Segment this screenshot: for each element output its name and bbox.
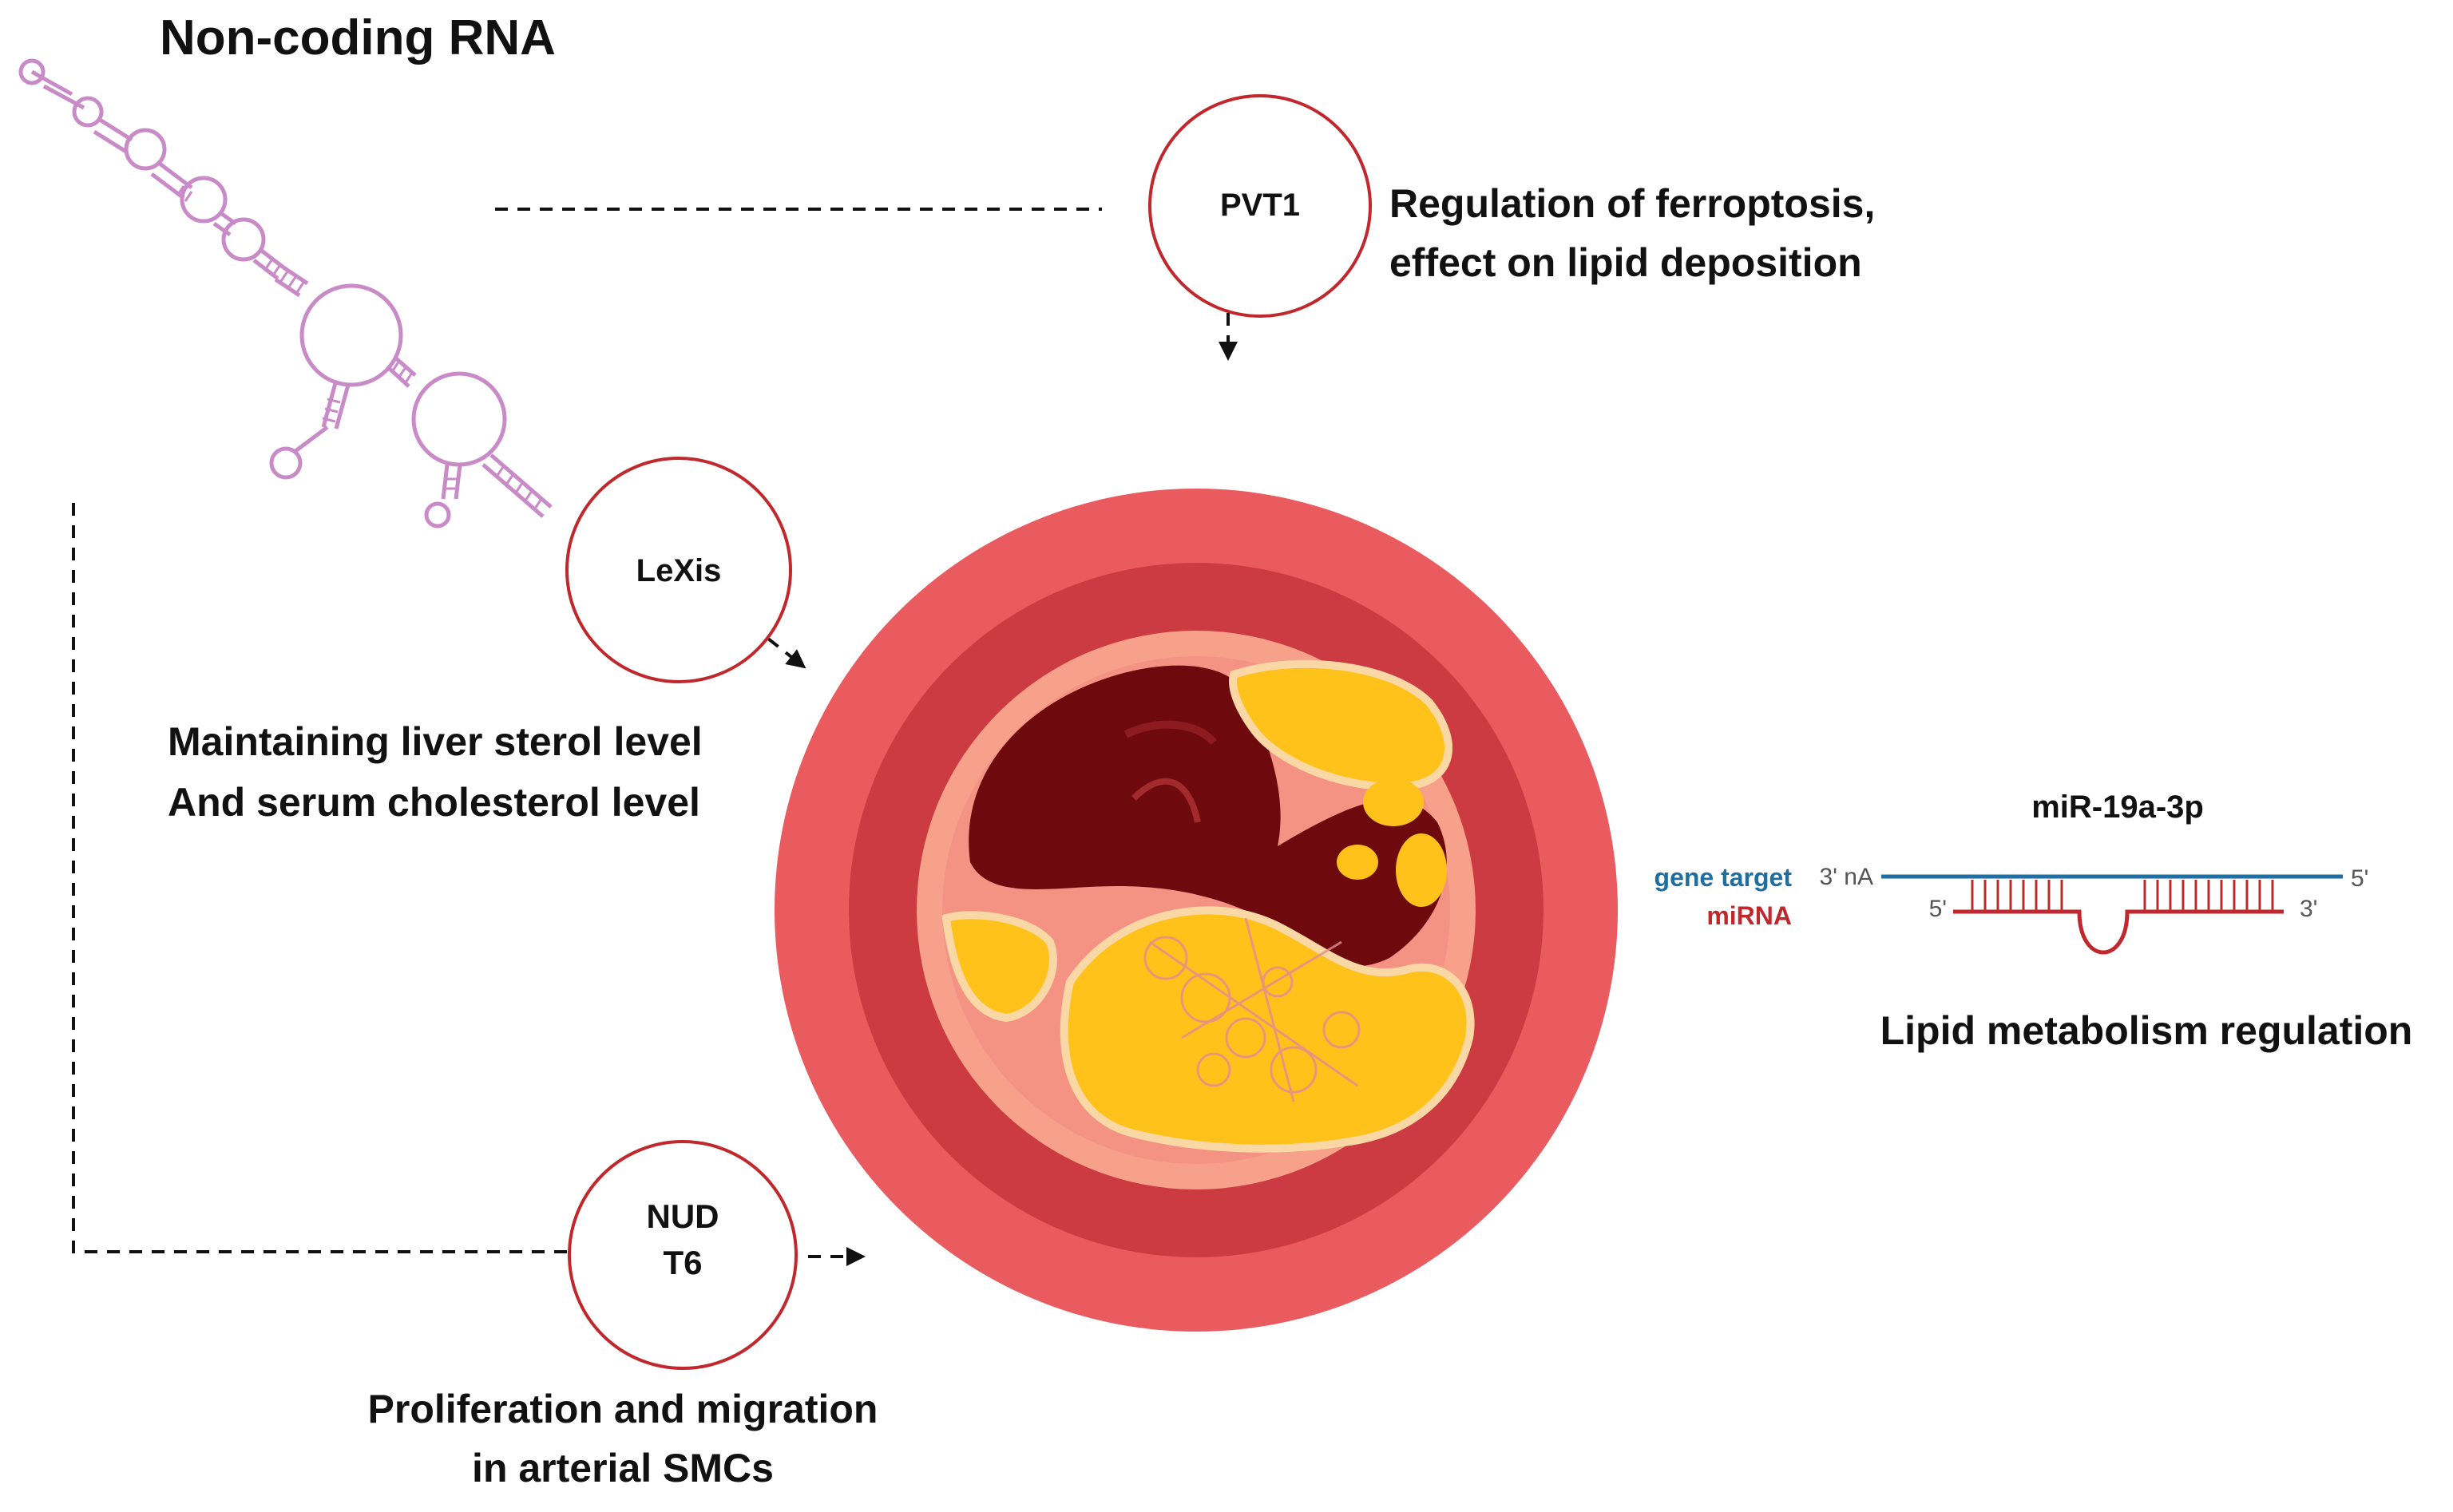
nudt6-label-line1: NUD <box>647 1197 719 1235</box>
target-end-left: 3' nA <box>1820 864 1873 890</box>
artery-cross-section <box>775 489 1618 1332</box>
pvt1-circle <box>1148 94 1372 318</box>
nudt6-label-line2: T6 <box>663 1244 702 1281</box>
mirna-end-right: 3' <box>2300 896 2317 922</box>
ncrna-structure-illustration <box>18 58 553 528</box>
node-nudt6: NUD T6 <box>568 1140 798 1370</box>
lexis-label: LeXis <box>636 553 722 588</box>
gene-target-label: gene target <box>1654 863 1793 892</box>
nudt6-connector <box>72 503 567 1253</box>
node-lexis: LeXis <box>565 457 792 683</box>
lexis-description-line2: And serum cholesterol level <box>168 780 700 825</box>
lipid-deposit-left <box>941 911 1057 1023</box>
page-title: Non-coding RNA <box>160 10 556 65</box>
target-end-right: 5' <box>2351 865 2368 892</box>
node-pvt1: PVT1 <box>1148 94 1372 318</box>
mirna-end-left: 5' <box>1929 896 1947 922</box>
pvt1-label: PVT1 <box>1220 188 1300 223</box>
pvt1-description-line2: effect on lipid deposition <box>1389 240 1862 285</box>
mirna-label: miRNA <box>1706 901 1792 930</box>
nudt6-circle <box>568 1140 798 1370</box>
base-pair-rungs <box>1971 880 2274 910</box>
lipid-deposit-upper <box>1229 659 1452 791</box>
lexis-description-line1: Maintaining liver sterol level <box>168 719 703 764</box>
mirna-duplex: miR-19a-3p gene target miRNA 3' nA 5' 5'… <box>1654 790 2413 1053</box>
lipid-core <box>1060 906 1475 1153</box>
pvt1-description-line1: Regulation of ferroptosis, <box>1389 181 1875 226</box>
mirna-description: Lipid metabolism regulation <box>1880 1008 2413 1053</box>
connector-lines <box>72 208 1238 1266</box>
lexis-arrow <box>767 637 806 669</box>
thrombus <box>969 665 1447 967</box>
nudt6-description-line2: in arterial SMCs <box>472 1446 774 1490</box>
mirna-strand <box>1953 909 2284 955</box>
nudt6-description-line1: Proliferation and migration <box>368 1387 878 1431</box>
lexis-circle <box>565 457 792 683</box>
mirna-name: miR-19a-3p <box>2031 790 2204 825</box>
